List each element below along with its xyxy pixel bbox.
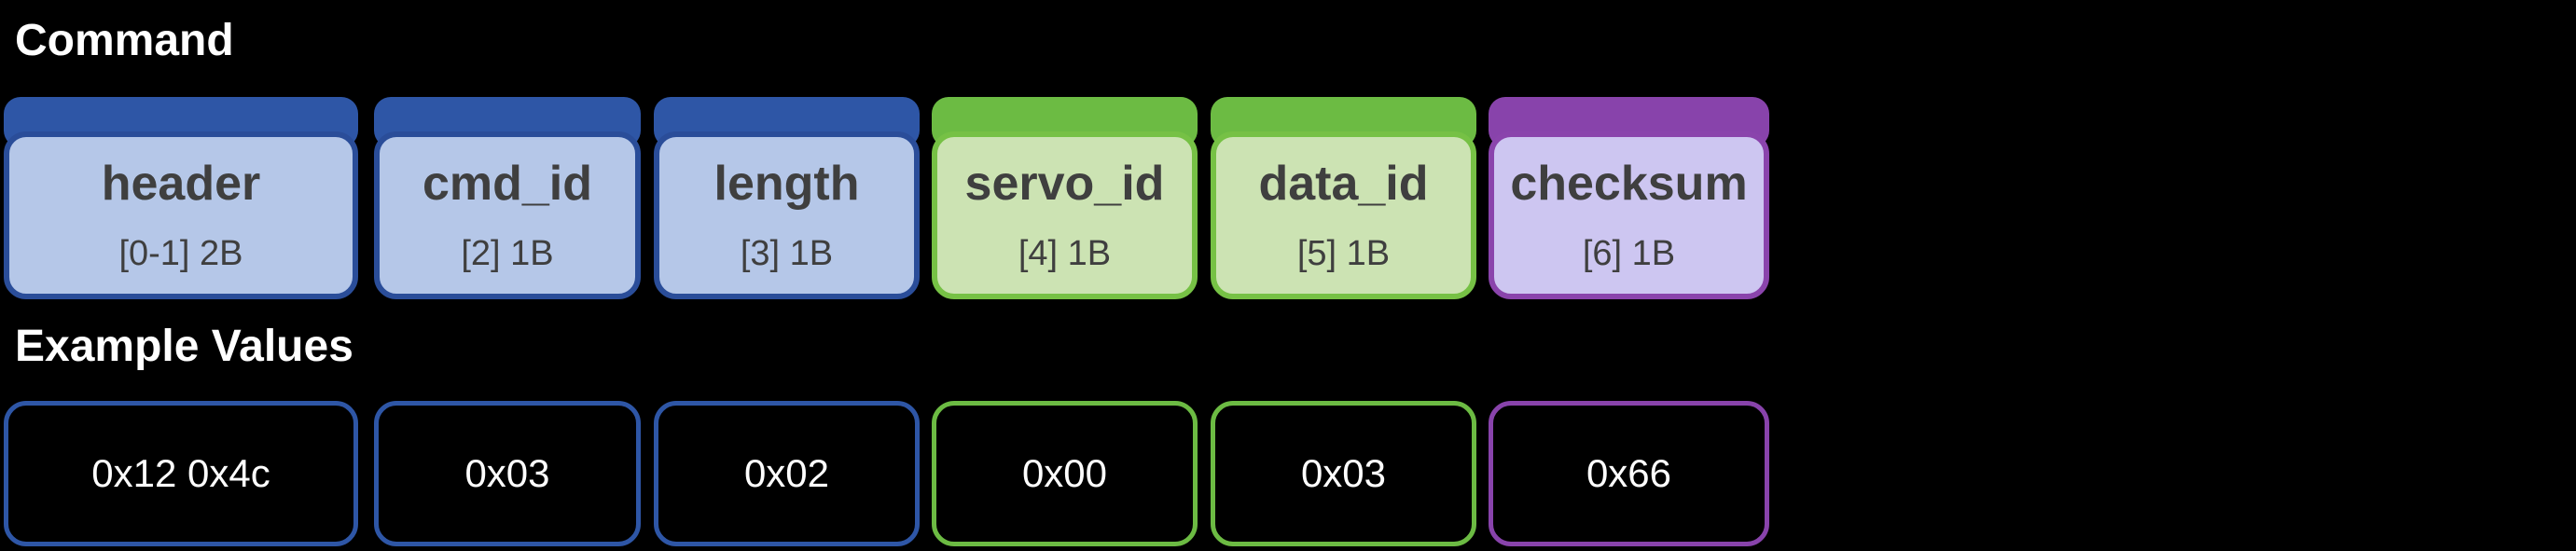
field-box: header [0-1] 2B [4, 131, 358, 299]
example-value-box: 0x02 [654, 401, 920, 546]
field-name: servo_id [964, 157, 1165, 211]
example-value-box: 0x66 [1489, 401, 1769, 546]
example-value: 0x02 [743, 451, 830, 495]
example-value-box: 0x00 [932, 401, 1198, 546]
field-byte-range: [4] 1B [1018, 234, 1112, 273]
field-box: data_id [5] 1B [1211, 131, 1476, 299]
field-byte-range: [3] 1B [740, 234, 834, 273]
field-box: servo_id [4] 1B [932, 131, 1198, 299]
example-value: 0x12 0x4c [91, 451, 270, 495]
example-value: 0x66 [1586, 451, 1672, 495]
example-value-box: 0x03 [1211, 401, 1476, 546]
command-section-title: Command [15, 16, 234, 65]
field-box: checksum [6] 1B [1489, 131, 1769, 299]
field-byte-range: [0-1] 2B [118, 234, 243, 273]
field-name: data_id [1258, 157, 1429, 211]
field-name: cmd_id [422, 157, 593, 211]
field-byte-range: [2] 1B [461, 234, 554, 273]
example-values-section-title: Example Values [15, 322, 353, 371]
example-value-box: 0x03 [374, 401, 641, 546]
field-box: cmd_id [2] 1B [374, 131, 641, 299]
example-value: 0x03 [464, 451, 550, 495]
field-name: length [713, 157, 860, 211]
field-byte-range: [5] 1B [1296, 234, 1391, 273]
field-byte-range: [6] 1B [1582, 234, 1676, 273]
field-name: header [101, 157, 261, 211]
field-name: checksum [1510, 157, 1748, 211]
example-value: 0x00 [1021, 451, 1108, 495]
field-box: length [3] 1B [654, 131, 920, 299]
example-value: 0x03 [1300, 451, 1387, 495]
example-value-box: 0x12 0x4c [4, 401, 358, 546]
